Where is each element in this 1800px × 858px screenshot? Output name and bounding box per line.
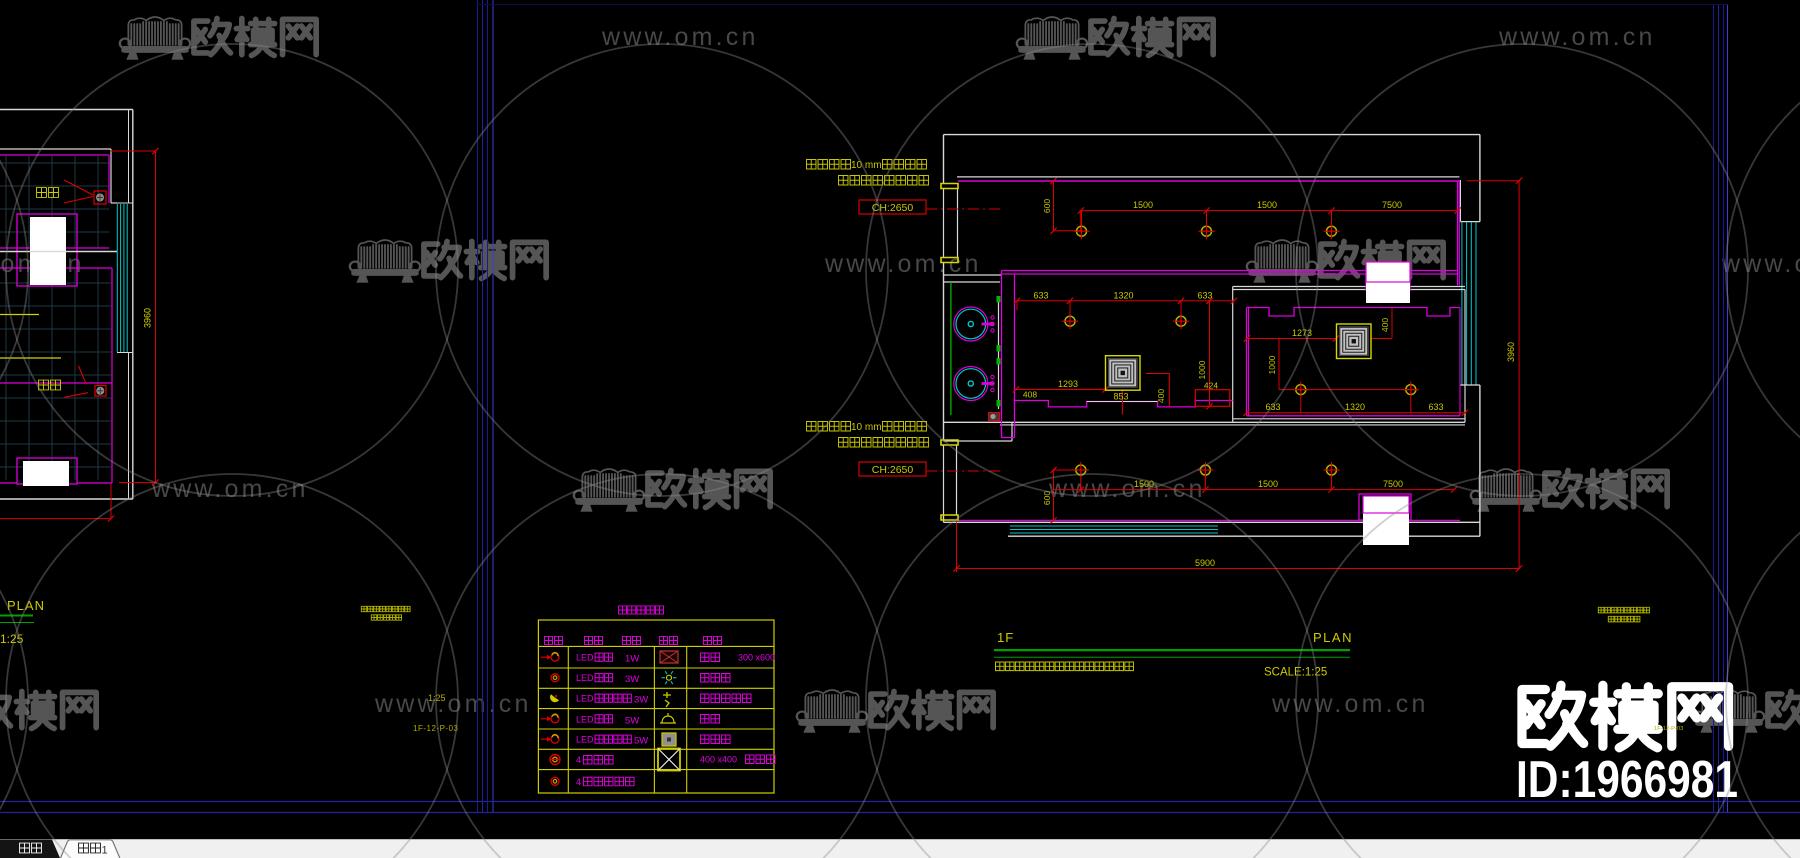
svg-text:1:25: 1:25 [428, 693, 446, 703]
svg-text:600: 600 [1042, 199, 1052, 213]
svg-text:7500: 7500 [1382, 200, 1402, 210]
svg-text:3960: 3960 [143, 308, 153, 328]
svg-text:5W: 5W [634, 736, 648, 747]
svg-text:1000: 1000 [1197, 360, 1207, 379]
svg-text:4: 4 [576, 755, 581, 765]
svg-text:600: 600 [1042, 491, 1052, 505]
svg-text:1293: 1293 [1058, 379, 1078, 389]
svg-text:1W: 1W [625, 654, 639, 665]
svg-text:400 x400: 400 x400 [700, 755, 737, 765]
svg-text:3W: 3W [634, 695, 648, 706]
svg-text:CH:2650: CH:2650 [872, 464, 914, 476]
svg-text:633: 633 [1428, 402, 1443, 412]
svg-text:LED: LED [576, 673, 594, 683]
svg-text:424: 424 [1204, 381, 1218, 391]
svg-text:5W: 5W [625, 715, 639, 726]
svg-text:633: 633 [1265, 402, 1280, 412]
svg-text:5900: 5900 [1195, 558, 1215, 568]
svg-text:1500: 1500 [1258, 479, 1278, 489]
svg-text:www.om.cn: www.om.cn [601, 23, 759, 51]
svg-text:PLAN: PLAN [1313, 630, 1353, 645]
svg-text:1500: 1500 [1133, 200, 1153, 210]
svg-text:PLAN: PLAN [7, 598, 45, 613]
svg-text:400: 400 [1156, 389, 1166, 403]
svg-text:3W: 3W [625, 674, 639, 685]
svg-text:1000: 1000 [1267, 355, 1277, 374]
svg-text:1320: 1320 [1345, 402, 1365, 412]
svg-text:1: 1 [102, 845, 108, 857]
svg-text:www.om.cn: www.om.cn [824, 250, 982, 278]
svg-text:SCALE:1:25: SCALE:1:25 [1264, 667, 1327, 679]
svg-text:3960: 3960 [1506, 342, 1516, 362]
svg-text:10 mm: 10 mm [851, 160, 882, 171]
svg-text:1500: 1500 [1134, 479, 1154, 489]
svg-text:400: 400 [1380, 318, 1390, 332]
svg-text:10 mm: 10 mm [851, 422, 882, 433]
svg-text:www.om.cn: www.om.cn [1048, 475, 1206, 503]
svg-text:LED: LED [576, 714, 594, 724]
svg-text:www.om.cn: www.om.cn [151, 475, 309, 503]
svg-text:www.om.cn: www.om.cn [1271, 690, 1429, 718]
svg-text:LED: LED [576, 735, 594, 745]
svg-text:1F-12-P-03: 1F-12-P-03 [413, 724, 459, 733]
svg-text:408: 408 [1023, 390, 1037, 400]
svg-text:CH:2650: CH:2650 [872, 202, 914, 214]
svg-text:1273: 1273 [1292, 328, 1312, 338]
svg-text:1:25: 1:25 [0, 632, 24, 646]
svg-text:853: 853 [1113, 392, 1128, 402]
svg-text:ID:1966981: ID:1966981 [1516, 751, 1738, 809]
svg-text:LED: LED [576, 694, 594, 704]
svg-text:633: 633 [1197, 291, 1212, 301]
svg-text:LED: LED [576, 653, 594, 663]
svg-text:www.om.cn: www.om.cn [1498, 23, 1656, 51]
svg-text:633: 633 [1033, 291, 1048, 301]
svg-text:1F: 1F [997, 630, 1014, 645]
svg-text:7500: 7500 [1383, 479, 1403, 489]
svg-text:1500: 1500 [1257, 200, 1277, 210]
svg-text:www.om.cn: www.om.cn [1721, 250, 1800, 278]
svg-text:www.om.cn: www.om.cn [374, 690, 532, 718]
svg-text:300 x600: 300 x600 [738, 653, 775, 663]
svg-text:1F-12-P-03: 1F-12-P-03 [1654, 726, 1683, 732]
svg-text:4: 4 [576, 777, 581, 787]
svg-text:1320: 1320 [1113, 291, 1133, 301]
